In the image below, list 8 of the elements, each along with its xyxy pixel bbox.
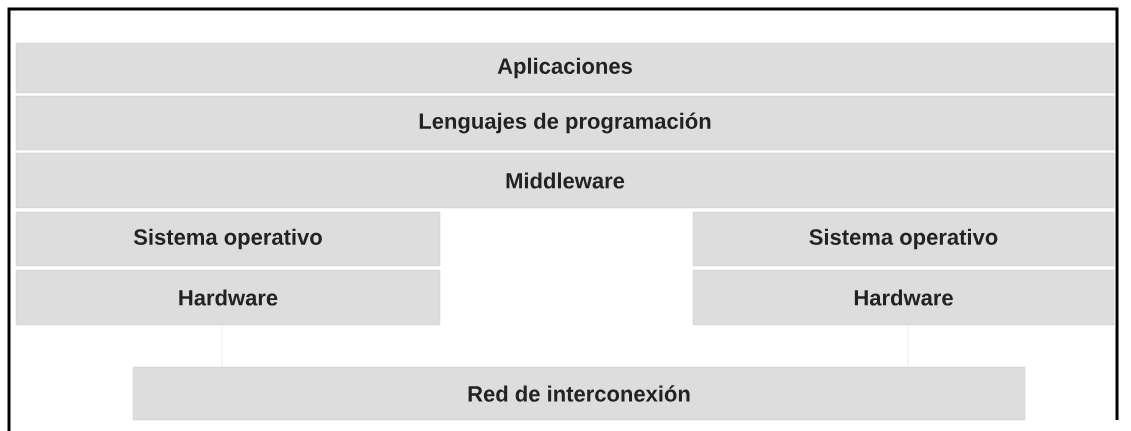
layer-bar: Middleware bbox=[15, 152, 1115, 209]
layer-bar: Sistema operativo bbox=[692, 211, 1115, 267]
layer-bar: Lenguajes de programación bbox=[15, 95, 1115, 151]
layer-bar: Hardware bbox=[15, 269, 441, 326]
layer-bar: Hardware bbox=[692, 269, 1115, 326]
layer-bar: Sistema operativo bbox=[15, 211, 441, 267]
layer-bar: Aplicaciones bbox=[15, 42, 1115, 94]
layer-bar: Red de interconexión bbox=[132, 366, 1026, 421]
